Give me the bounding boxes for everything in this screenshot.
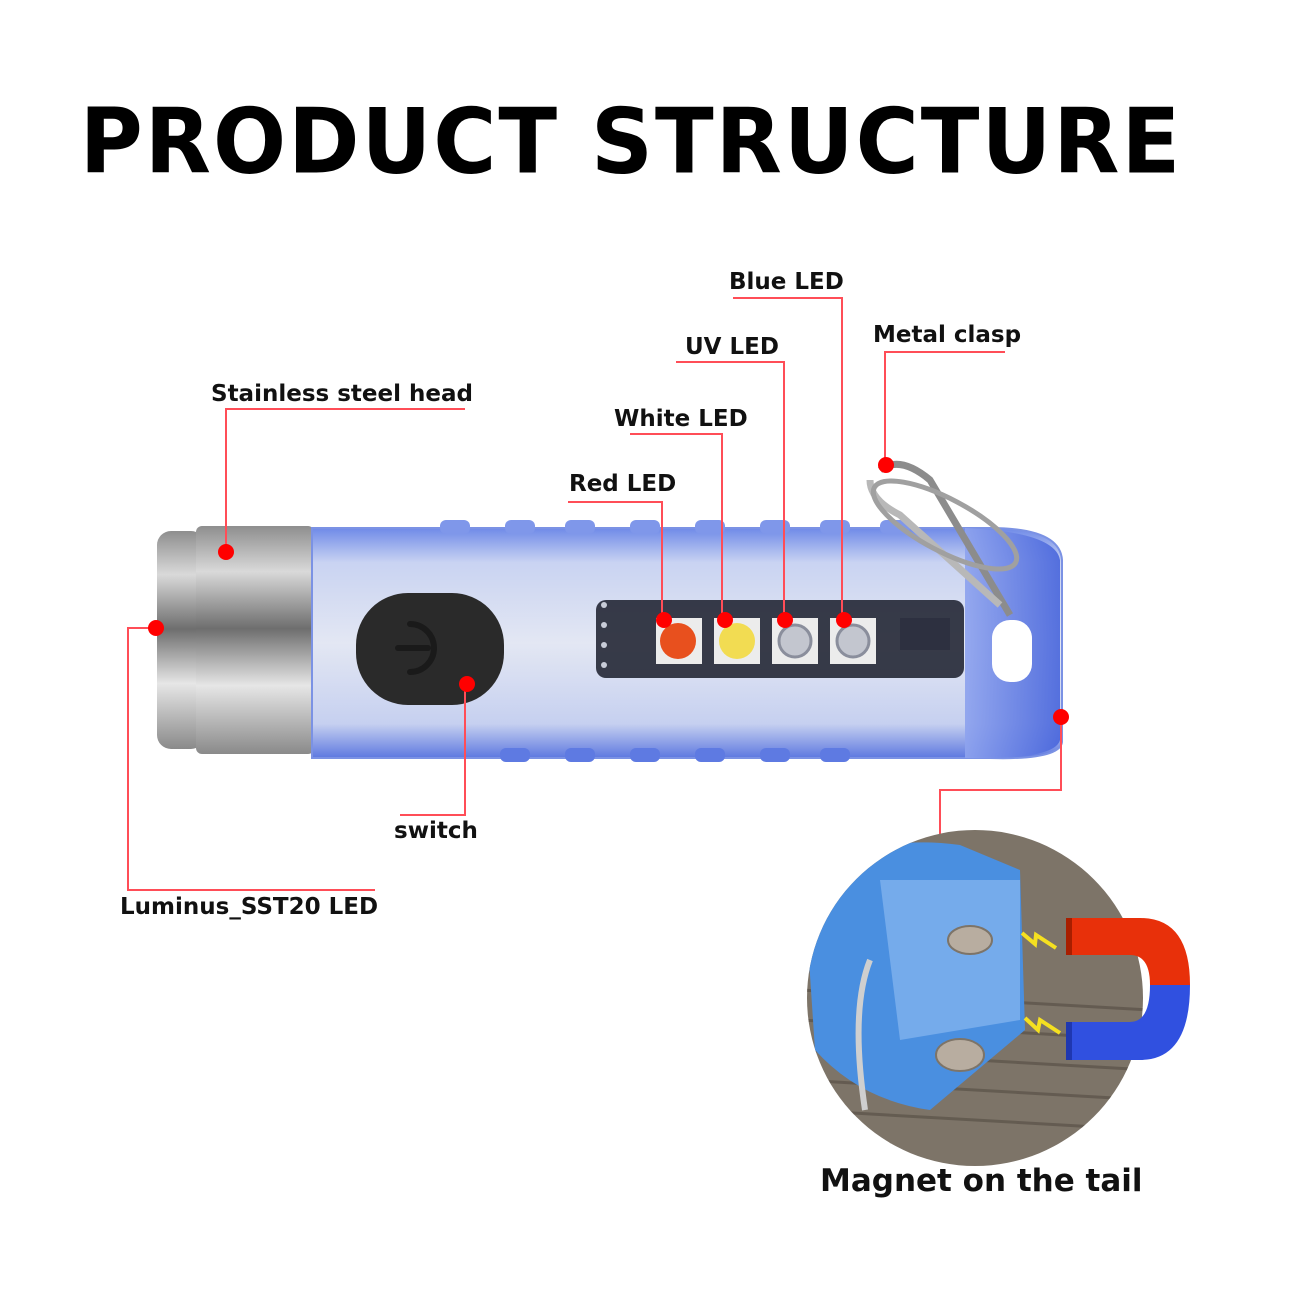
label-white-led: White LED (614, 406, 748, 432)
grip-bumps-bottom (500, 748, 850, 762)
callout-magnet (939, 717, 1062, 838)
uv-led (777, 623, 813, 659)
red-led (660, 623, 696, 659)
label-blue-led: Blue LED (729, 269, 844, 295)
callout-red-led (568, 501, 663, 620)
label-switch: switch (394, 818, 478, 844)
power-icon (395, 621, 437, 675)
callout-dots (148, 457, 1069, 725)
label-uv-led: UV LED (685, 334, 779, 360)
callout-uv-led (676, 361, 785, 620)
magnet-inset (807, 830, 1190, 1166)
page-title: PRODUCT STRUCTURE (79, 89, 1183, 195)
magnet-red-arm (1066, 918, 1190, 985)
callout-metal-clasp (884, 351, 1005, 465)
callout-blue-led (733, 297, 843, 620)
callout-stainless-head (225, 408, 465, 552)
magnet-blue-arm (1066, 985, 1190, 1060)
spark-icon (1023, 1016, 1062, 1035)
callout-switch (400, 685, 466, 816)
blue-led (835, 623, 871, 659)
lanyard-hole (992, 620, 1032, 682)
white-led (719, 623, 755, 659)
callout-lines (127, 297, 1062, 891)
magnet-caption: Magnet on the tail (820, 1163, 1143, 1199)
stainless-steel-head (196, 526, 314, 754)
pcb-pads (601, 602, 950, 668)
magnet-disc-top (947, 925, 993, 955)
flashlight (157, 460, 1063, 762)
label-metal-clasp: Metal clasp (873, 322, 1022, 348)
label-stainless-steel-head: Stainless steel head (211, 381, 473, 407)
spark-icon (1020, 931, 1058, 950)
callout-main-led (127, 627, 375, 891)
callout-white-led (630, 433, 723, 620)
head-front-ring (157, 531, 205, 749)
label-red-led: Red LED (569, 471, 677, 497)
magnet-disc-bottom (935, 1038, 985, 1072)
label-main-led: Luminus_SST20 LED (120, 894, 379, 920)
